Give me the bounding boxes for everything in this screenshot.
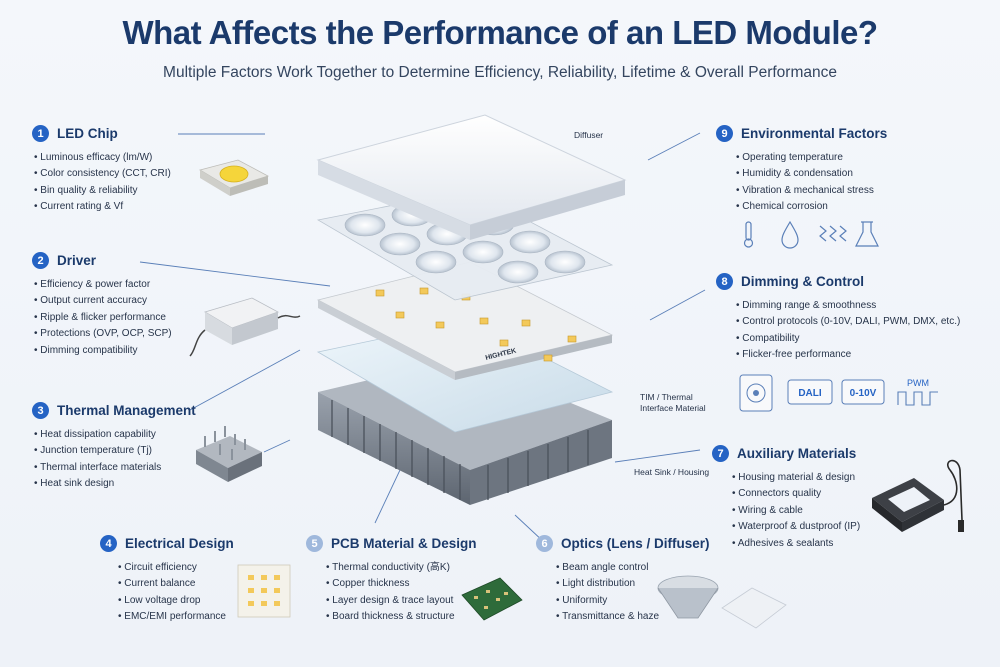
list-item: Heat sink design	[34, 476, 196, 492]
list-item: Layer design & trace layout	[326, 593, 477, 609]
section-title: Thermal Management	[57, 403, 196, 418]
section-number-badge: 2	[32, 252, 49, 269]
list-item: Heat dissipation capability	[34, 427, 196, 443]
pwm-icon-label: PWM	[907, 378, 929, 388]
list-item: Chemical corrosion	[736, 199, 887, 215]
page-subtitle: Multiple Factors Work Together to Determ…	[163, 64, 837, 81]
list-item: Adhesives & sealants	[732, 536, 860, 552]
section-number-badge: 6	[536, 535, 553, 552]
section-number-badge: 1	[32, 125, 49, 142]
section-number-badge: 9	[716, 125, 733, 142]
section-pcb: 5 PCB Material & Design Thermal conductiv…	[306, 535, 477, 626]
section-number-badge: 4	[100, 535, 117, 552]
list-item: Beam angle control	[556, 560, 710, 576]
section-number-badge: 8	[716, 273, 733, 290]
section-number-badge: 3	[32, 402, 49, 419]
diffuser-callout: Diffuser	[574, 130, 604, 140]
list-item: Connectors quality	[732, 486, 860, 502]
list-item: Uniformity	[556, 593, 710, 609]
list-item: Circuit efficiency	[118, 560, 234, 576]
section-dimming: 8 Dimming & Control Dimming range & smoot…	[716, 273, 960, 364]
section-title: LED Chip	[57, 126, 118, 141]
list-item: Dimming range & smoothness	[736, 298, 960, 314]
section-title: Auxiliary Materials	[737, 446, 857, 461]
section-auxiliary: 7 Auxiliary Materials Housing material & …	[712, 445, 860, 552]
section-number-badge: 5	[306, 535, 323, 552]
list-item: Control protocols (0-10V, DALI, PWM, DMX…	[736, 314, 960, 330]
pcb-board-illustration: HIGHTEK	[316, 261, 614, 380]
section-driver: 2 Driver Efficiency & power factor Output…	[32, 252, 172, 359]
pcb-small-illustration	[461, 577, 523, 621]
led-board-small-illustration	[237, 564, 291, 618]
list-item: Copper thickness	[326, 576, 477, 592]
section-optics: 6 Optics (Lens / Diffuser) Beam angle con…	[536, 535, 710, 626]
list-item: Board thickness & structure	[326, 609, 477, 625]
thermometer-icon	[743, 221, 754, 248]
section-led-chip: 1 LED Chip Luminous efficacy (lm/W) Color…	[32, 125, 171, 216]
list-item: Humidity & condensation	[736, 166, 887, 182]
vibration-icon	[819, 225, 847, 242]
list-item: Flicker-free performance	[736, 347, 960, 363]
section-title: Electrical Design	[125, 536, 234, 551]
section-title: Optics (Lens / Diffuser)	[561, 536, 710, 551]
list-item: Junction temperature (Tj)	[34, 443, 196, 459]
list-item: Luminous efficacy (lm/W)	[34, 150, 171, 166]
driver-illustration	[189, 297, 301, 357]
page-title: What Affects the Performance of an LED M…	[122, 14, 878, 51]
list-item: Color consistency (CCT, CRI)	[34, 166, 171, 182]
heatsink-callout: Heat Sink / Housing	[634, 467, 710, 477]
list-item: Housing material & design	[732, 470, 860, 486]
list-item: Transmittance & haze	[556, 609, 710, 625]
list-item: Thermal conductivity (高K)	[326, 560, 477, 576]
section-title: Driver	[57, 253, 97, 268]
environment-icons	[743, 220, 879, 249]
dali-icon-frame	[787, 379, 833, 405]
section-number-badge: 7	[712, 445, 729, 462]
pwm-icon: PWM	[897, 378, 938, 406]
list-item: Low voltage drop	[118, 593, 234, 609]
section-environmental: 9 Environmental Factors Operating tempera…	[716, 125, 887, 216]
connector-lines	[139, 132, 706, 544]
optics-diffuser-illustration	[721, 587, 787, 629]
tim-callout: TIM / Thermal Interface Material	[640, 392, 706, 413]
list-item: Bin quality & reliability	[34, 183, 171, 199]
mini-heatsink-illustration	[196, 426, 262, 482]
list-item: Operating temperature	[736, 150, 887, 166]
flask-icon	[855, 221, 879, 247]
section-thermal: 3 Thermal Management Heat dissipation cap…	[32, 402, 196, 493]
section-title: PCB Material & Design	[331, 536, 477, 551]
list-item: Thermal interface materials	[34, 460, 196, 476]
list-item: Ripple & flicker performance	[34, 310, 172, 326]
list-item: Dimming compatibility	[34, 343, 172, 359]
diffuser-illustration	[316, 114, 627, 240]
list-item: EMC/EMI performance	[118, 609, 234, 625]
dimmer-switch-icon	[739, 374, 773, 412]
voltage-icon-frame	[841, 379, 885, 405]
list-item: Compatibility	[736, 331, 960, 347]
led-chip-illustration	[198, 159, 270, 196]
list-item: Current rating & Vf	[34, 199, 171, 215]
list-item: Waterproof & dustproof (IP)	[732, 519, 860, 535]
section-electrical: 4 Electrical Design Circuit efficiency Cu…	[100, 535, 234, 626]
list-item: Light distribution	[556, 576, 710, 592]
dali-icon-label: DALI	[798, 388, 822, 399]
voltage-icon-label: 0-10V	[850, 388, 877, 399]
list-item: Protections (OVP, OCP, SCP)	[34, 326, 171, 342]
list-item: Current balance	[118, 576, 234, 592]
list-item: Vibration & mechanical stress	[736, 183, 887, 199]
list-item: Wiring & cable	[732, 503, 860, 519]
droplet-icon	[781, 220, 799, 249]
list-item: Output current accuracy	[34, 293, 172, 309]
section-title: Dimming & Control	[741, 274, 864, 289]
housing-frame-illustration	[872, 459, 964, 532]
list-item: Efficiency & power factor	[34, 277, 172, 293]
section-title: Environmental Factors	[741, 126, 888, 141]
